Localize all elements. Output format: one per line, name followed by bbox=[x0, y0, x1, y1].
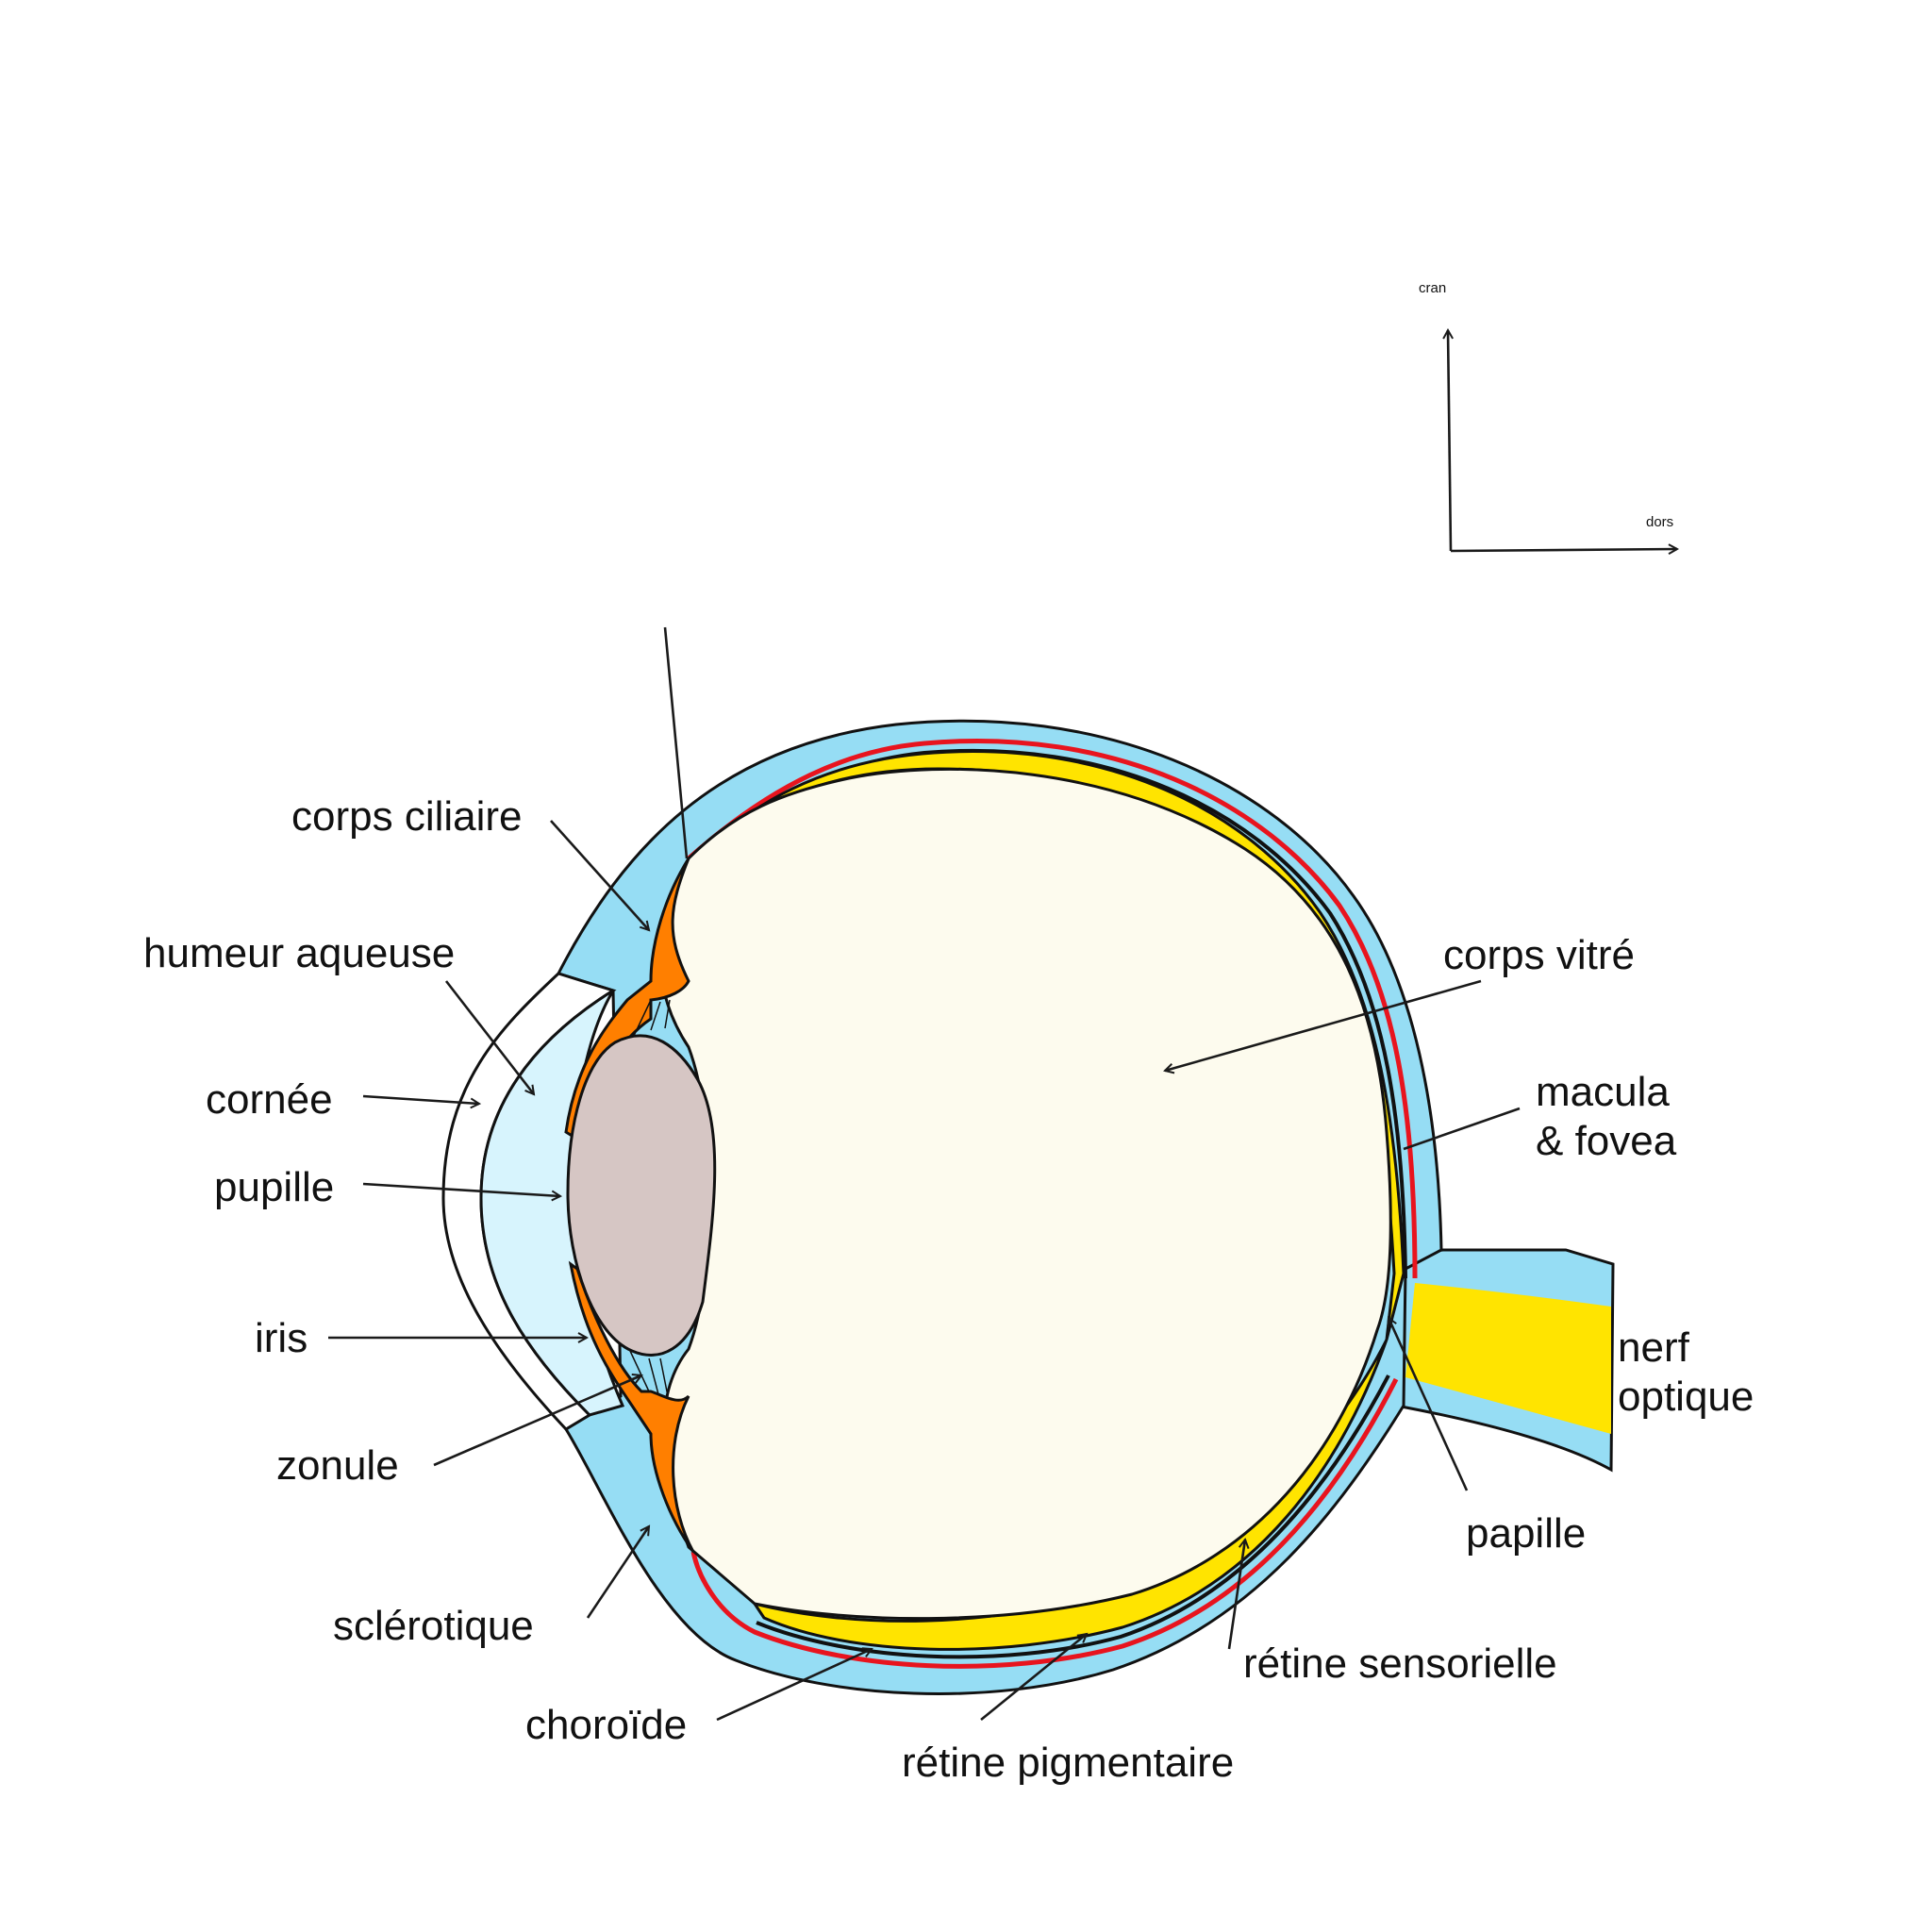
leader-zonule bbox=[433, 1375, 641, 1467]
label-choroide: choroïde bbox=[525, 1702, 687, 1748]
label-retine-sensorielle: rétine sensorielle bbox=[1243, 1641, 1557, 1687]
vitreous-body bbox=[658, 767, 1392, 1621]
label-cornee: cornée bbox=[206, 1076, 333, 1123]
leader-humeur-aqueuse bbox=[444, 980, 534, 1094]
axis-right-arrow bbox=[1450, 549, 1677, 551]
choroid bbox=[687, 738, 1418, 1669]
axis-right-label: dors bbox=[1646, 514, 1673, 530]
label-sclerotique: sclérotique bbox=[333, 1603, 534, 1649]
axis-up-label: cran bbox=[1419, 280, 1446, 296]
leader-pupille bbox=[362, 1182, 560, 1196]
optic-nerve-core bbox=[1405, 1283, 1611, 1434]
leader-lines bbox=[328, 626, 1521, 1722]
label-corps-vitre: corps vitré bbox=[1443, 932, 1635, 978]
leader-retine-sensorielle bbox=[1227, 1540, 1245, 1650]
label-iris: iris bbox=[255, 1315, 308, 1361]
zonule-fibers bbox=[629, 999, 671, 1397]
labels: corps ciliaire humeur aqueuse cornée pup… bbox=[143, 793, 1754, 1786]
leader-choroide bbox=[716, 1649, 872, 1722]
label-retine-pigmentaire: rétine pigmentaire bbox=[902, 1740, 1234, 1786]
leader-papille bbox=[1389, 1318, 1469, 1491]
label-macula-line2: & fovea bbox=[1536, 1118, 1677, 1164]
leader-sclerotique bbox=[586, 1526, 649, 1619]
leader-top bbox=[663, 626, 689, 859]
orientation-axes: cran dors bbox=[1419, 280, 1677, 551]
leader-corps-ciliaire bbox=[550, 820, 649, 930]
label-pupille: pupille bbox=[214, 1164, 334, 1210]
lens bbox=[566, 1034, 717, 1357]
leader-cornee bbox=[362, 1094, 479, 1104]
label-humeur-aqueuse: humeur aqueuse bbox=[143, 930, 455, 976]
axis-up-arrow bbox=[1448, 330, 1451, 552]
leader-macula bbox=[1403, 1107, 1521, 1151]
label-macula-line1: macula bbox=[1536, 1069, 1670, 1115]
label-nerf-optique-line1: nerf bbox=[1618, 1324, 1690, 1371]
leader-retine-pigmentaire bbox=[980, 1634, 1087, 1722]
label-zonule: zonule bbox=[276, 1442, 399, 1489]
label-papille: papille bbox=[1466, 1510, 1586, 1557]
leader-corps-vitre bbox=[1165, 979, 1482, 1071]
label-corps-ciliaire: corps ciliaire bbox=[291, 793, 523, 840]
label-nerf-optique-line2: optique bbox=[1618, 1374, 1754, 1420]
ciliary-body-lower bbox=[568, 1260, 695, 1553]
optic-nerve bbox=[1385, 1248, 1615, 1473]
